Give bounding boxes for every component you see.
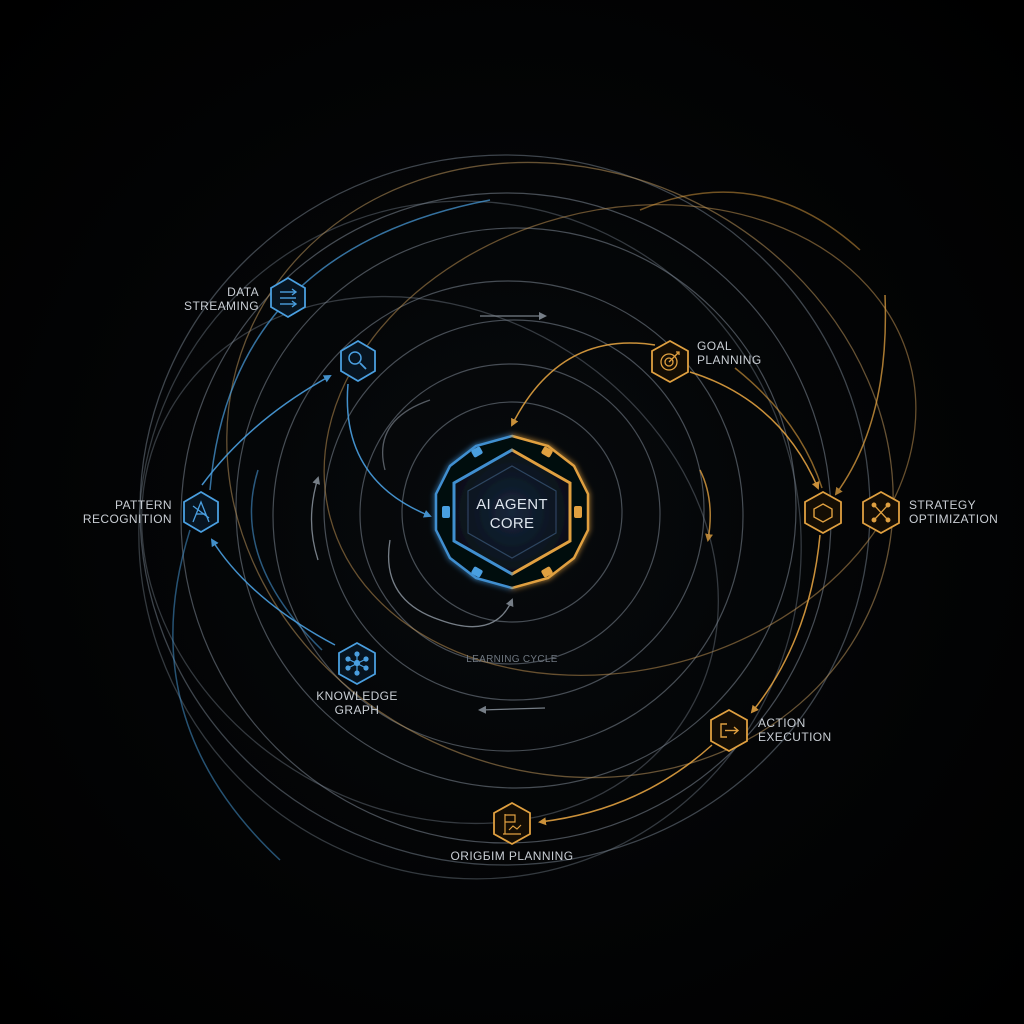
- crossed-arrows-glyph: [871, 502, 891, 523]
- core-notch: [574, 506, 582, 518]
- node-label-line2: OPTIMIZATION: [909, 512, 998, 526]
- node-label-line1: ACTION: [758, 716, 806, 730]
- node-label-line1: PATTERN: [115, 498, 172, 512]
- node-pattern-recognition[interactable]: PATTERN RECOGNITION: [83, 490, 219, 534]
- search-glyph-handle: [359, 362, 367, 370]
- flow-arrow: [734, 367, 823, 489]
- flow-arrow: [639, 191, 861, 251]
- flow-arrow: [689, 371, 820, 490]
- orbit-ring: [235, 227, 797, 789]
- outer-loop: [226, 161, 894, 779]
- node-knowledge-graph[interactable]: KNOWLEDGE GRAPH: [316, 641, 398, 717]
- node-label-line1: ORIGБIM PLANNING: [451, 849, 574, 863]
- core-notch: [471, 446, 483, 458]
- core-inner-hexagon: [467, 465, 557, 559]
- orbit-ring: [359, 363, 661, 665]
- learning-cycle-label: LEARNING CYCLE: [466, 654, 557, 665]
- node-label-line2: RECOGNITION: [83, 512, 172, 526]
- flow-arrow: [699, 469, 713, 542]
- node-search[interactable]: [340, 339, 376, 383]
- cycle-arrows: [310, 312, 547, 714]
- data-stream-glyph: [280, 288, 298, 308]
- flag-chart-icon: [493, 801, 531, 846]
- cycle-arrow: [478, 705, 546, 714]
- core-hexagon: [452, 448, 572, 576]
- network-glyph: [345, 651, 369, 676]
- flow-arrow: [750, 534, 821, 714]
- core-notch: [541, 446, 553, 458]
- flow-arrow: [538, 744, 713, 826]
- node-data-streaming[interactable]: DATA STREAMING: [184, 276, 306, 319]
- pattern-glyph: [192, 500, 210, 523]
- node-label-line2: EXECUTION: [758, 730, 832, 744]
- node-label-line2: STREAMING: [184, 299, 259, 313]
- exit-arrow-glyph: [720, 723, 740, 738]
- outer-loop: [141, 295, 719, 825]
- search-glyph: [348, 351, 362, 365]
- flow-arrow: [834, 294, 887, 496]
- target-glyph: [660, 351, 680, 371]
- node-goal-planning[interactable]: GOAL PLANNING: [651, 339, 762, 384]
- orbit-ring: [323, 319, 705, 701]
- flow-arrow: [210, 538, 336, 646]
- cycle-arrow: [388, 539, 514, 628]
- core-notch: [442, 506, 450, 518]
- hexagon-icon: [804, 490, 842, 535]
- core-title-line2: CORE: [490, 515, 535, 532]
- node-label-line1: STRATEGY: [909, 498, 976, 512]
- node-hub[interactable]: [804, 490, 842, 535]
- flow-arrow: [201, 375, 332, 486]
- flag-chart-glyph: [503, 814, 522, 835]
- node-label-line1: KNOWLEDGE: [316, 689, 398, 703]
- gold-flows: [511, 191, 887, 826]
- flow-arrow: [172, 529, 281, 861]
- orbit-ring: [272, 280, 744, 752]
- orbit-rings: [180, 192, 832, 844]
- node-label-line1: GOAL: [697, 339, 732, 353]
- orbit-ring: [401, 401, 623, 623]
- node-action-execution[interactable]: ACTION EXECUTION: [710, 708, 832, 753]
- hexagon-glyph: [813, 503, 833, 523]
- core-notch: [471, 566, 483, 578]
- node-label-line2: GRAPH: [335, 703, 380, 717]
- ai-agent-core[interactable]: AI AGENT CORE: [434, 434, 590, 590]
- flow-arrow: [250, 469, 323, 651]
- core-title-line1: AI AGENT: [476, 496, 548, 513]
- node-label-line2: PLANNING: [697, 353, 762, 367]
- node-origin-planning[interactable]: ORIGБIM PLANNING: [451, 801, 574, 863]
- flow-arrow: [346, 383, 432, 518]
- node-strategy-optimization[interactable]: STRATEGY OPTIMIZATION: [862, 490, 998, 535]
- search-icon: [340, 339, 376, 383]
- flow-arrow: [511, 342, 656, 427]
- core-notch: [541, 566, 553, 578]
- outer-loop: [323, 204, 917, 676]
- node-label-line1: DATA: [227, 285, 259, 299]
- cycle-arrow: [310, 476, 321, 561]
- cycle-arrow: [381, 399, 431, 471]
